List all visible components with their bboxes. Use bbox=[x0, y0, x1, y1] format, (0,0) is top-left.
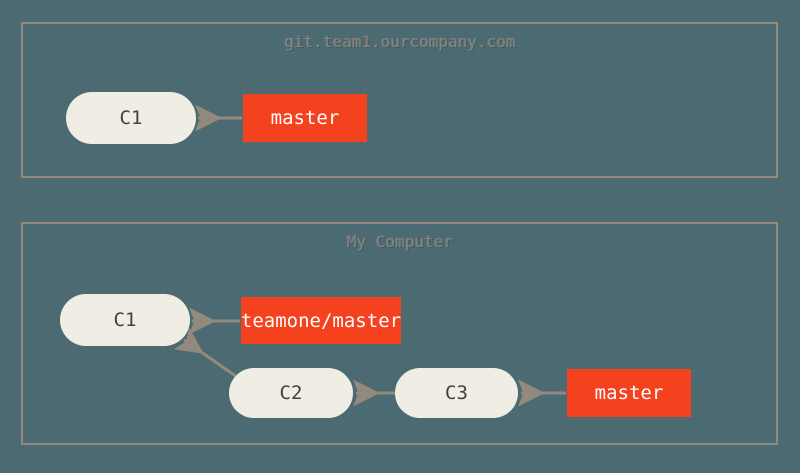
commit-node-c1-local: C1 bbox=[60, 294, 190, 346]
panel-remote-server bbox=[21, 22, 778, 178]
commit-node-c3-local: C3 bbox=[395, 368, 518, 418]
branch-label-teamone-master: teamone/master bbox=[241, 297, 401, 344]
commit-node-c2-local: C2 bbox=[229, 368, 353, 418]
panel-remote-server-title: git.team1.ourcompany.com bbox=[284, 32, 516, 51]
branch-label-master-remote: master bbox=[243, 94, 367, 142]
commit-node-c1-remote: C1 bbox=[66, 92, 196, 144]
panel-my-computer bbox=[21, 222, 778, 445]
panel-my-computer-title: My Computer bbox=[347, 232, 453, 251]
branch-label-master-local: master bbox=[567, 369, 691, 417]
